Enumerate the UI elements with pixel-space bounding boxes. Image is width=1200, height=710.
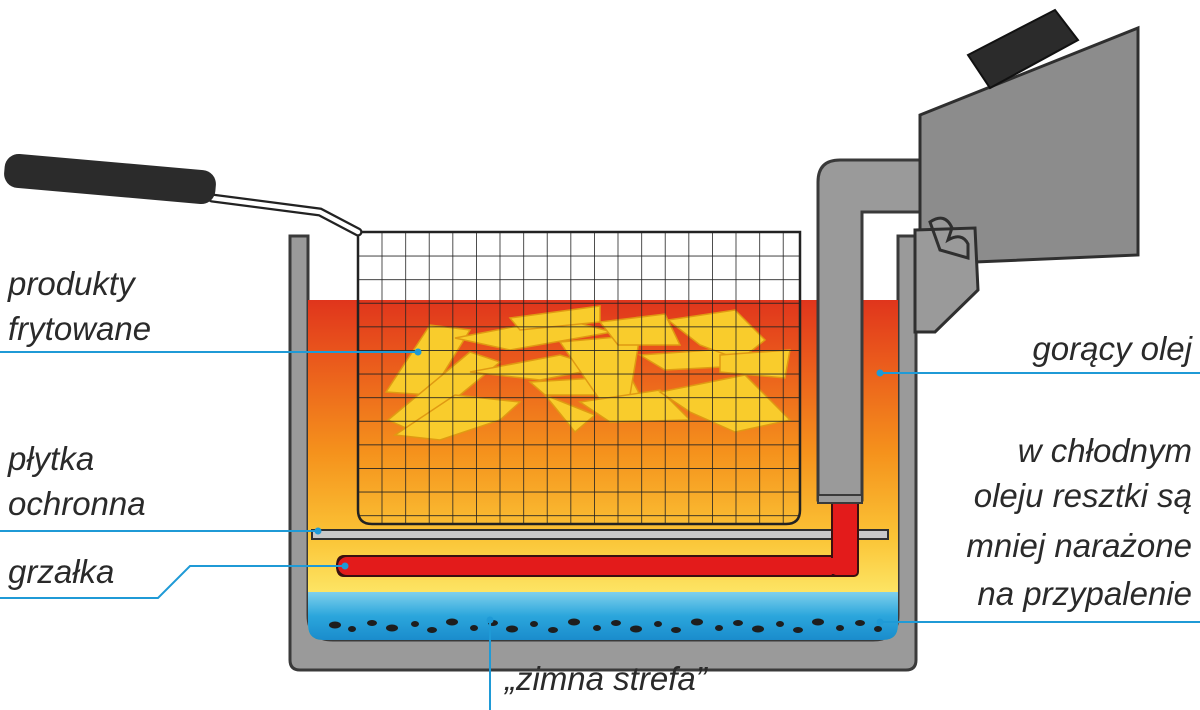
- label-plate-line1: płytka: [7, 440, 94, 477]
- label-plate-line2: ochronna: [8, 485, 146, 522]
- residue-particles: [329, 618, 882, 633]
- basket-handle-grip: [4, 153, 216, 205]
- heater-tube: [816, 158, 937, 502]
- label-heater: grzałka: [8, 553, 114, 590]
- label-hot-oil: gorący olej: [1032, 330, 1193, 367]
- mounting-bracket: [913, 216, 980, 334]
- cold-zone: [308, 592, 898, 640]
- label-residue-line1: w chłodnym: [1018, 432, 1192, 469]
- label-products-line1: produkty: [7, 265, 137, 302]
- label-residue-line2: oleju resztki są: [974, 477, 1192, 514]
- fryer-basket: [4, 153, 802, 526]
- label-cold-zone: „zimna strefa”: [503, 660, 709, 697]
- leader-lines: [0, 348, 1200, 710]
- label-products-line2: frytowane: [8, 310, 151, 347]
- heating-element: [335, 497, 859, 577]
- label-residue-line4: na przypalenie: [977, 575, 1192, 612]
- control-box: [913, 8, 1140, 334]
- label-residue-line3: mniej narażone: [966, 527, 1192, 564]
- control-knob: [966, 8, 1080, 90]
- protective-plate: [311, 529, 889, 540]
